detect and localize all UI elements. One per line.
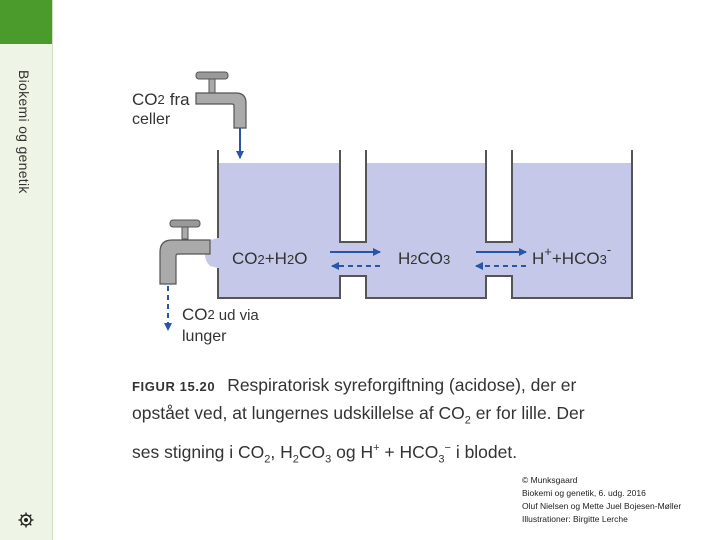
- outflow-faucet-icon: [159, 219, 211, 285]
- inflow-label-line2: celler: [132, 111, 171, 128]
- caption-line-2: opstået ved, at lungernes udskillelse af…: [132, 403, 585, 427]
- copyright-line-2: Biokemi og genetik, 6. udg. 2016: [522, 488, 646, 498]
- copyright-line-1: © Munksgaard: [522, 475, 578, 485]
- sidebar: Biokemi og genetik: [0, 0, 53, 540]
- sidebar-accent-bar: [0, 0, 52, 44]
- copyright-line-3: Oluf Nielsen og Mette Juel Bojesen-Mølle…: [522, 501, 682, 511]
- figure-label: FIGUR 15.20: [132, 379, 216, 394]
- inflow-faucet-icon: [195, 71, 247, 129]
- copyright-block: © Munksgaard Biokemi og genetik, 6. udg.…: [522, 474, 681, 526]
- caption-line-3: ses stigning i CO2, H2CO3 og H+ + HCO3− …: [132, 441, 518, 465]
- partition-left: [339, 150, 367, 243]
- partition-right: [485, 150, 513, 243]
- chamber-1-label: CO2+H2O: [232, 249, 307, 268]
- copyright-line-4: Illustrationer: Birgitte Lerche: [522, 514, 628, 524]
- outflow-label-line2: lunger: [182, 328, 227, 345]
- chamber-2-label: H2CO3: [398, 249, 450, 268]
- tank-outline: [217, 150, 633, 299]
- chamber-3-label: H++HCO3-: [532, 242, 611, 268]
- publisher-logo-icon: [18, 512, 34, 528]
- blood-compartment-water: [205, 163, 632, 298]
